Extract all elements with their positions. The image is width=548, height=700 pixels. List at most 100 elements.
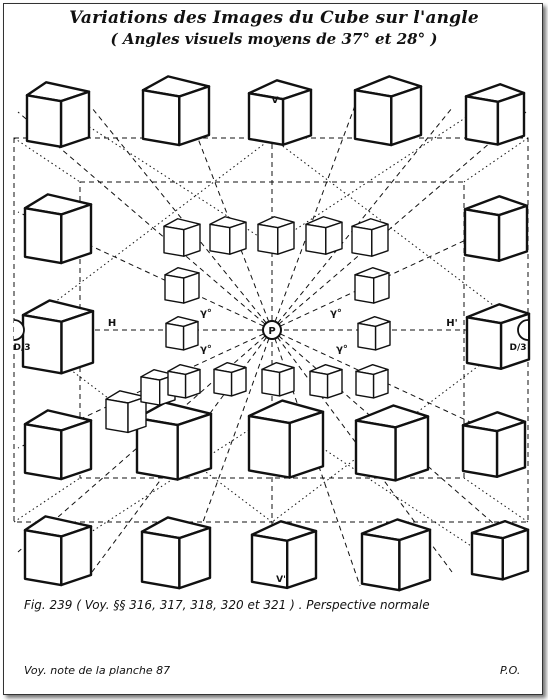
cube-front-face (353, 88, 393, 147)
ray-line (179, 91, 273, 331)
cube-front-face (213, 368, 233, 397)
cube-front-face (23, 422, 63, 481)
cube-side-face (501, 528, 530, 581)
ray-line (271, 111, 527, 331)
distance-left-marker (13, 319, 25, 341)
large-cube (464, 83, 526, 146)
cube-front-face (141, 88, 181, 147)
cube-side-face (496, 91, 526, 146)
cube-front-face (25, 94, 63, 148)
cube-side-face (60, 525, 93, 587)
large-cube (23, 409, 93, 481)
small-cube (257, 216, 295, 255)
cube-front-face (140, 530, 181, 590)
distance-line (271, 94, 501, 246)
cube-side-face (288, 410, 325, 479)
small-cube (163, 218, 201, 257)
cube-side-face (230, 366, 247, 397)
ray-line (271, 329, 527, 553)
cube-side-face (127, 396, 147, 434)
figure-caption: Fig. 239 ( Voy. §§ 316, 317, 318, 320 et… (24, 598, 430, 612)
small-cube (165, 315, 199, 351)
cube-side-face (390, 85, 423, 147)
distance-line (463, 477, 529, 523)
cube-side-face (394, 415, 430, 482)
cube-side-face (182, 320, 199, 351)
vertical-top-label: V (272, 96, 279, 106)
ray-line (271, 107, 453, 331)
large-cube (463, 195, 529, 262)
large-cube (140, 516, 212, 590)
horizon-left-label: H (108, 318, 116, 329)
cube-front-face (309, 370, 329, 399)
cube-front-face (257, 223, 279, 255)
large-cube (247, 79, 313, 146)
large-cube (470, 519, 530, 581)
distance-right-label: D/3 (509, 343, 526, 353)
center-point-circle (262, 320, 282, 340)
ray-line (271, 91, 361, 331)
cube-side-face (398, 528, 432, 592)
ray-line (17, 211, 273, 331)
gamma-lower-left-label: γ° (200, 344, 212, 355)
cube-front-face (305, 223, 327, 255)
horizon-right-label: H' (446, 318, 457, 329)
cube-front-face (354, 274, 375, 304)
large-cube (353, 75, 423, 147)
large-cube (21, 299, 95, 375)
cube-side-face (495, 420, 527, 478)
large-cube (354, 404, 430, 482)
cube-front-face (163, 225, 185, 257)
cube-side-face (286, 529, 318, 590)
large-cube (23, 515, 93, 587)
ray-line (17, 329, 273, 449)
cube-side-face (183, 223, 201, 257)
plate-subtitle: ( Angles visuels moyens de 37° et 28° ) (110, 30, 438, 48)
small-cube (309, 363, 343, 399)
cube-front-face (209, 223, 231, 255)
distance-right-marker (517, 319, 529, 341)
cube-front-face (165, 322, 185, 351)
large-cube (461, 411, 527, 478)
cube-front-face (105, 398, 129, 434)
cube-side-face (60, 203, 93, 265)
cube-side-face (277, 221, 295, 255)
small-cube (261, 361, 295, 397)
plate-initials: P.O. (500, 664, 521, 677)
center-point-label: P (268, 326, 275, 337)
large-cube (250, 520, 318, 590)
distance-line (13, 477, 81, 523)
ray-line (17, 111, 273, 331)
large-cube (25, 81, 91, 148)
gamma-upper-right-label: γ° (330, 308, 342, 319)
cube-side-face (178, 526, 212, 590)
cube-front-face (463, 208, 501, 262)
small-cube (167, 363, 201, 399)
small-cube (164, 267, 200, 304)
small-cube (305, 216, 343, 255)
distance-line (271, 414, 501, 566)
small-cube (351, 218, 389, 257)
gamma-lower-right-label: γ° (336, 344, 348, 355)
cube-side-face (60, 309, 95, 375)
cube-side-face (497, 204, 529, 262)
ray-line (271, 329, 527, 449)
cube-front-face (465, 316, 503, 370)
cube-side-face (374, 320, 391, 351)
cube-side-face (281, 88, 313, 146)
gamma-upper-left-label: γ° (200, 308, 212, 319)
cube-side-face (278, 366, 295, 397)
cube-front-face (464, 95, 500, 146)
vertical-bottom-label: V' (276, 575, 286, 585)
small-cube (213, 361, 247, 397)
cube-front-face (355, 370, 375, 399)
cube-side-face (326, 368, 343, 399)
cube-side-face (60, 419, 93, 481)
small-cube (355, 363, 389, 399)
large-cube (23, 193, 93, 265)
ray-line (271, 211, 527, 331)
large-cube (141, 75, 211, 147)
cube-side-face (371, 223, 389, 257)
large-cube (135, 401, 213, 481)
cube-side-face (373, 272, 390, 304)
